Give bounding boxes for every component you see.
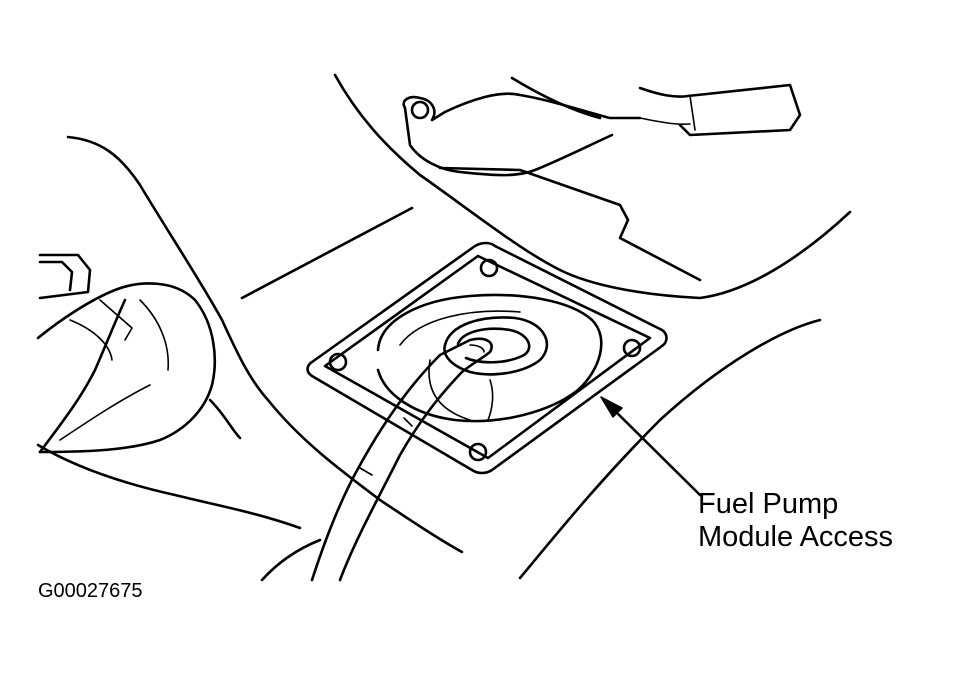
callout-label: Fuel Pump Module Access — [698, 488, 893, 554]
callout-leader — [600, 396, 702, 497]
bolt-right — [622, 338, 642, 358]
bolt-left — [328, 352, 348, 372]
floor-contours — [36, 73, 852, 582]
top-bracket — [402, 76, 802, 177]
bolt-bottom — [468, 442, 488, 462]
rolled-floor-mat — [36, 282, 217, 454]
pry-tool — [310, 337, 493, 582]
callout-label-line1: Fuel Pump — [698, 488, 839, 520]
bolt-top — [479, 258, 499, 278]
callout-label-line2: Module Access — [698, 521, 894, 553]
access-cover-plate — [306, 241, 668, 475]
pump-module-opening — [376, 293, 603, 423]
figure-id-label: G00027675 — [38, 580, 143, 602]
